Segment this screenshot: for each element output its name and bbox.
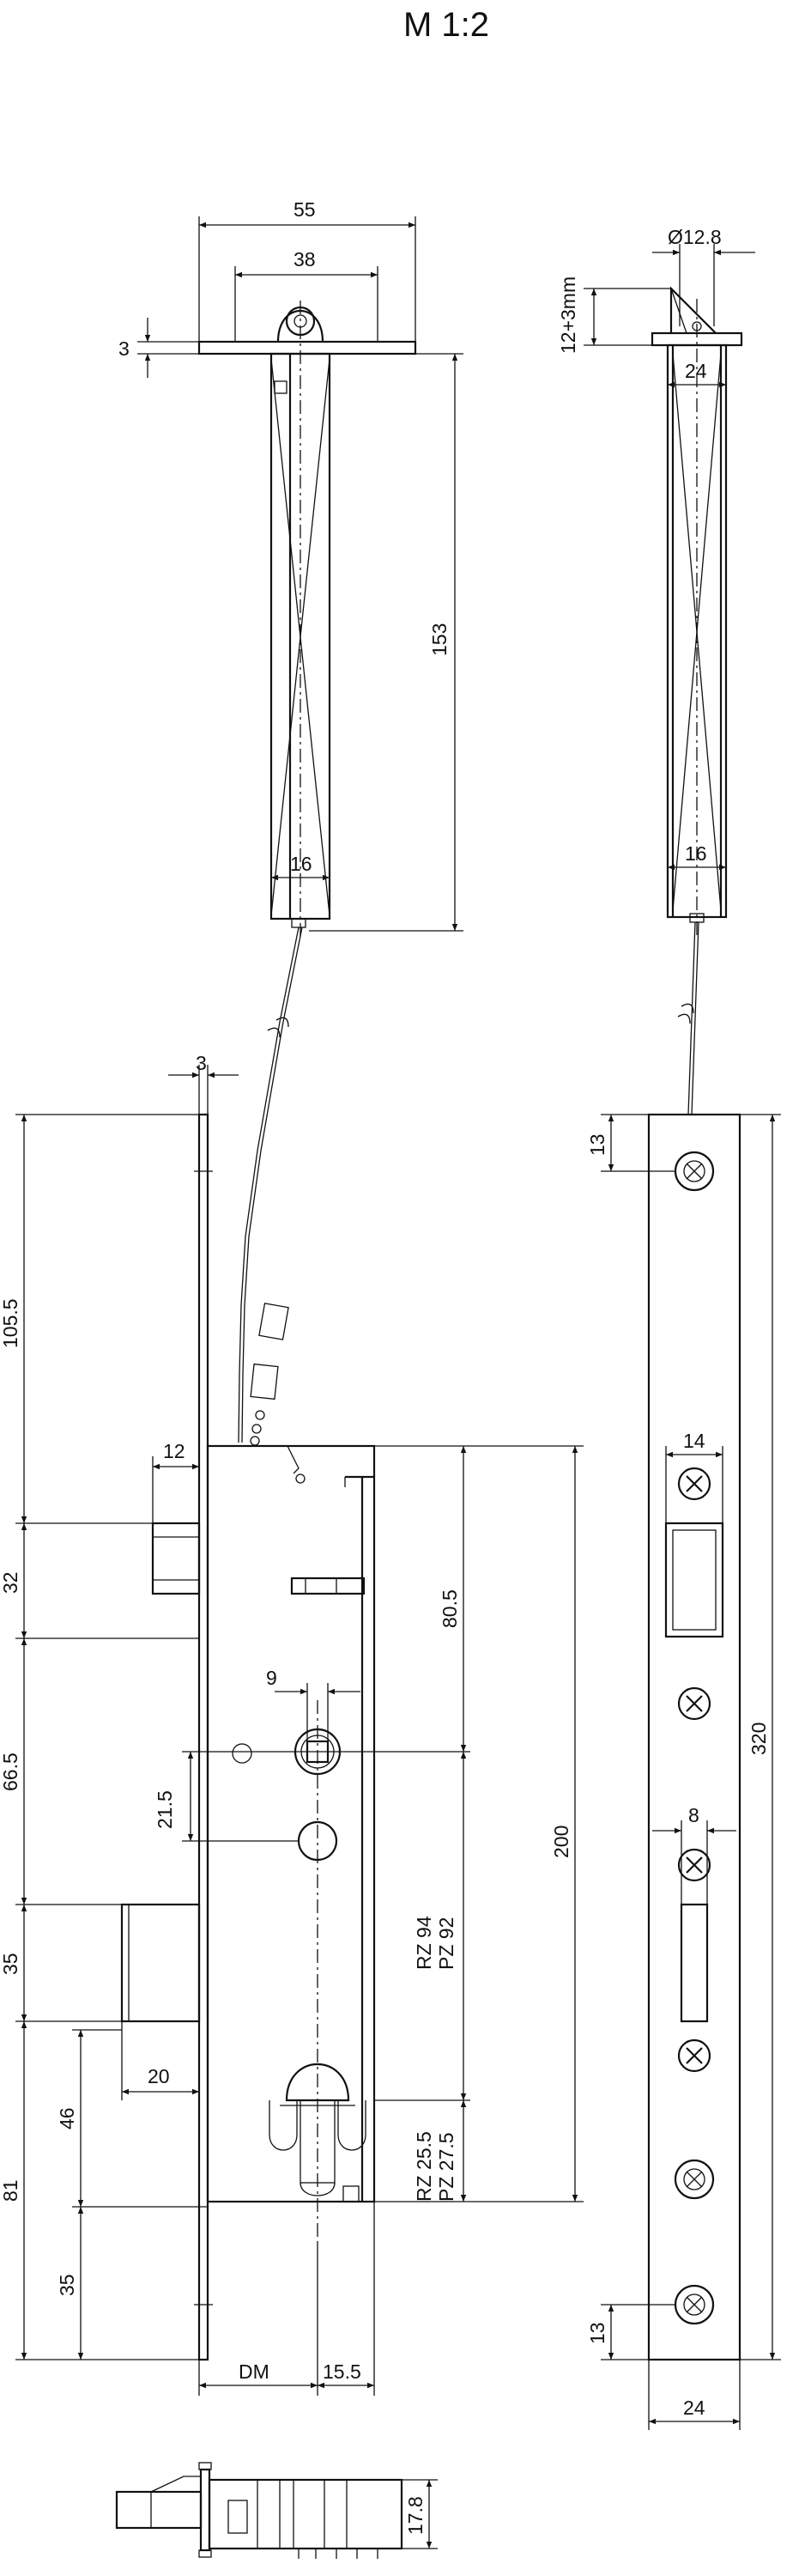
lock-body xyxy=(120,1113,376,2361)
dim-200: 200 xyxy=(550,1826,572,1858)
dim-8: 8 xyxy=(688,1804,699,1826)
screw-5 xyxy=(677,2038,711,2073)
dim-38: 38 xyxy=(294,248,316,270)
right-cable xyxy=(677,921,699,1115)
dim-3-top: 3 xyxy=(118,337,130,360)
lock-dimensions: 3 105.5 32 66.5 35 81 12 9 21.5 xyxy=(0,1052,584,2396)
top-right-dimensions: Ø12.8 12+3mm 24 16 xyxy=(557,226,755,871)
label-rz25-5: RZ 25.5 xyxy=(413,2131,435,2202)
dim-320: 320 xyxy=(747,1722,770,1755)
dim-105-5: 105.5 xyxy=(0,1298,21,1348)
dim-dm: DM xyxy=(239,2360,269,2383)
top-left-dimensions: 55 38 3 153 16 xyxy=(118,198,463,932)
lock-bottom-view xyxy=(115,2462,403,2559)
flush-bolt-side-view xyxy=(651,286,743,936)
label-rz94: RZ 94 xyxy=(413,1916,435,1970)
strike-plate-dimensions: 13 14 8 320 13 24 xyxy=(586,1114,781,2430)
dim-15-5: 15.5 xyxy=(323,2360,361,2383)
left-cable xyxy=(238,927,303,1446)
screw-4 xyxy=(677,1848,711,1882)
bottom-view-dimensions: 17.8 xyxy=(402,2479,438,2549)
dim-35-b: 35 xyxy=(56,2274,78,2296)
dim-24-top: 24 xyxy=(685,360,707,382)
scale-title: M 1:2 xyxy=(403,6,489,44)
dim-81: 81 xyxy=(0,2179,21,2202)
dim-13-bottom: 13 xyxy=(586,2322,608,2344)
dim-dia-12-8: Ø12.8 xyxy=(668,226,722,248)
screw-3 xyxy=(677,1686,711,1721)
dim-32: 32 xyxy=(0,1571,21,1594)
dim-153: 153 xyxy=(428,623,451,656)
screw-2 xyxy=(677,1467,711,1501)
screw-6 xyxy=(674,2159,715,2200)
dim-66-5: 66.5 xyxy=(0,1753,21,1791)
flush-bolt-front-view xyxy=(197,301,417,938)
dim-21-5: 21.5 xyxy=(154,1790,176,1829)
strike-plate xyxy=(647,1113,741,2361)
dim-16-right: 16 xyxy=(685,842,707,865)
dim-20: 20 xyxy=(148,2065,170,2087)
label-pz27-5: PZ 27.5 xyxy=(435,2132,457,2202)
dim-12: 12 xyxy=(163,1440,185,1462)
dim-13-top: 13 xyxy=(586,1133,608,1156)
dim-35-a: 35 xyxy=(0,1953,21,1975)
dim-3-faceplate: 3 xyxy=(196,1052,207,1074)
dim-9: 9 xyxy=(266,1667,277,1689)
dim-17-8: 17.8 xyxy=(404,2496,427,2535)
dim-80-5: 80.5 xyxy=(439,1589,461,1628)
dim-14: 14 xyxy=(683,1430,705,1452)
dim-16-left: 16 xyxy=(290,853,312,875)
dim-46: 46 xyxy=(56,2107,78,2129)
screw-1 xyxy=(674,1151,715,1192)
dim-12-3mm: 12+3mm xyxy=(557,276,579,354)
label-pz92: PZ 92 xyxy=(435,1917,457,1970)
dim-24-bottom: 24 xyxy=(683,2397,705,2419)
screw-7 xyxy=(674,2284,715,2325)
dim-55: 55 xyxy=(294,198,316,221)
